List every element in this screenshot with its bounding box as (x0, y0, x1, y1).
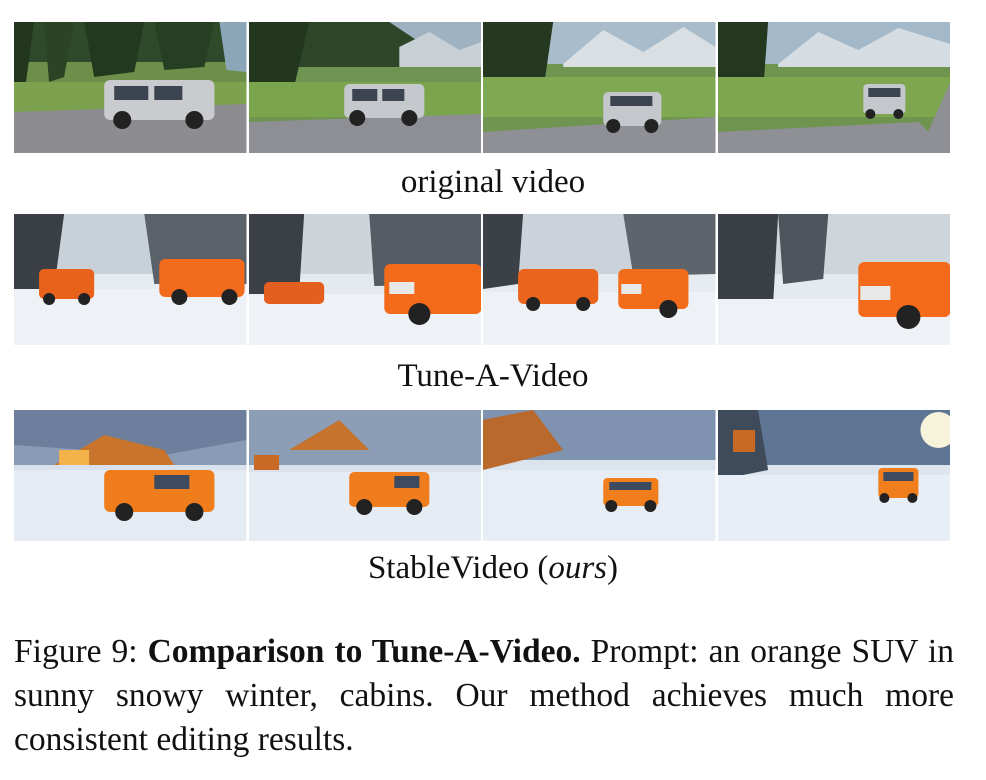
original-frame-1 (14, 22, 247, 153)
original-frame-3-image (483, 22, 716, 153)
caption-text: Prompt: an orange SUV in sunny snowy win… (14, 633, 954, 758)
tune-a-video-label: Tune-A-Video (397, 358, 589, 394)
tune-a-video-frame-3-image (483, 214, 716, 345)
stablevideo-frame-1-image (14, 410, 247, 541)
stablevideo-frame-3-image (483, 410, 716, 541)
original-frame-4-image (717, 22, 950, 153)
stablevideo-frame-3 (483, 410, 716, 541)
stablevideo-label-ours: ours (548, 550, 608, 586)
tune-a-video-frame-4-image (717, 214, 950, 345)
stablevideo-row (14, 410, 950, 541)
figure-caption: Figure 9: Comparison to Tune-A-Video. Pr… (14, 630, 954, 762)
tune-a-video-frame-3 (483, 214, 716, 345)
tune-a-video-row (14, 214, 950, 345)
stablevideo-frame-4 (717, 410, 950, 541)
original-frame-3 (483, 22, 716, 153)
stablevideo-label-main: StableVideo ( (367, 550, 549, 586)
stablevideo-frame-2 (248, 410, 481, 541)
original-frame-4 (717, 22, 950, 153)
original-frame-1-image (14, 22, 247, 153)
tune-a-video-frame-4 (717, 214, 950, 345)
stablevideo-frame-2-image (248, 410, 481, 541)
original-frame-2 (248, 22, 481, 153)
tune-a-video-frame-2 (248, 214, 481, 345)
caption-prefix: Figure 9: (14, 633, 148, 670)
stablevideo-frame-1 (14, 410, 247, 541)
original-video-label: original video (400, 164, 586, 200)
stablevideo-label: StableVideo (ours) (0, 548, 986, 588)
caption-title: Comparison to Tune-A-Video. (147, 633, 581, 670)
tune-a-video-frame-1 (14, 214, 247, 345)
stablevideo-frame-4-image (717, 410, 950, 541)
stablevideo-label-close: ) (607, 550, 619, 586)
original-video-row (14, 22, 950, 153)
tune-a-video-frame-1-image (14, 214, 247, 345)
tune-a-video-frame-2-image (248, 214, 481, 345)
original-frame-2-image (248, 22, 481, 153)
